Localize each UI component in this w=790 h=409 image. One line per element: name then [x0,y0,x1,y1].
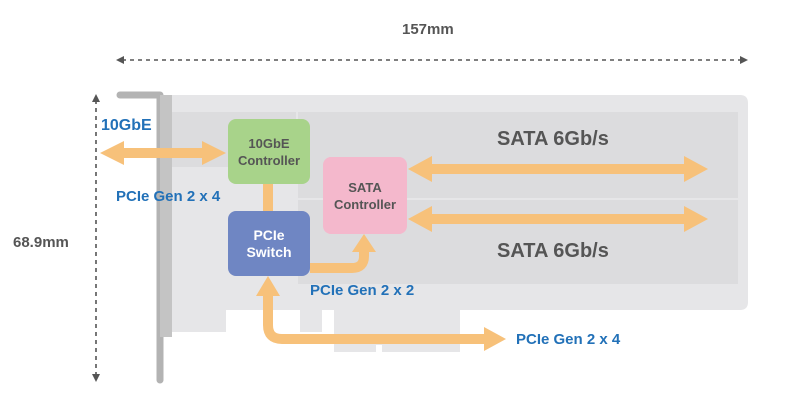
chip-label-line1: SATA [348,179,382,195]
ethernet-arrow [100,141,226,165]
sata-arrow-top [408,156,708,182]
controller-switch-link [263,184,273,214]
chip-label-line1: PCIe [253,226,285,243]
sata-port-2-label: SATA 6Gb/s [497,240,609,262]
sata-controller-chip: SATA Controller [323,157,407,234]
ethernet-link-label: PCIe Gen 2 x 4 [116,188,221,205]
sata-port-1-label: SATA 6Gb/s [497,128,609,150]
chip-label-line1: 10GbE [248,135,290,151]
arrowhead-right-icon [740,56,748,64]
chip-label-line2: Controller [333,196,397,212]
width-dimension-label: 157mm [402,21,454,38]
arrowhead-up-icon [92,94,100,102]
arrowhead-down-icon [92,374,100,382]
height-dimension-label: 68.9mm [13,234,69,251]
height-dimension-line [92,94,100,382]
switch-to-sata-arrow [310,234,376,273]
pcie-switch-chip: PCIe Switch [228,211,310,276]
sata-arrow-bottom [408,206,708,232]
width-dimension-line [116,56,748,64]
mounting-bracket [116,91,172,384]
sata-link-label: PCIe Gen 2 x 2 [310,282,415,299]
host-link-label: PCIe Gen 2 x 4 [516,331,621,348]
ethernet-port-label: 10GbE [101,117,152,134]
arrowhead-left-icon [116,56,124,64]
chip-label-line2: Controller [237,152,301,168]
ethernet-controller-chip: 10GbE Controller [228,119,310,184]
chip-label-line2: Switch [246,243,292,260]
host-link-arrow [256,276,506,351]
